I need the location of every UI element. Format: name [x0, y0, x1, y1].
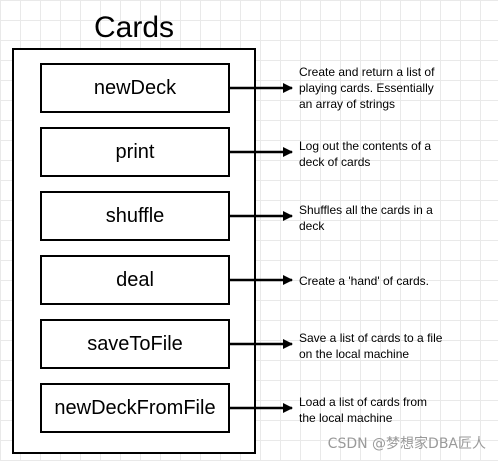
- method-box-shuffle: shuffle: [40, 191, 230, 241]
- description-print: Log out the contents of a deck of cards: [299, 139, 432, 169]
- watermark-text: CSDN @梦想家DBA匠人: [327, 436, 486, 452]
- description-newdeckfromfile: Load a list of cards from the local mach…: [299, 395, 428, 425]
- method-box-deal: deal: [40, 255, 230, 305]
- description-savetofile: Save a list of cards to a file on the lo…: [299, 331, 443, 361]
- description-deal: Create a 'hand' of cards.: [299, 274, 429, 288]
- description-shuffle: Shuffles all the cards in a deck: [299, 203, 433, 233]
- diagram-title: Cards: [93, 11, 175, 44]
- method-box-newdeck: newDeck: [40, 63, 230, 113]
- method-box-savetofile: saveToFile: [40, 319, 230, 369]
- method-box-newdeckfromfile: newDeckFromFile: [40, 383, 230, 433]
- description-newdeck: Create and return a list of playing card…: [299, 65, 435, 111]
- method-box-print: print: [40, 127, 230, 177]
